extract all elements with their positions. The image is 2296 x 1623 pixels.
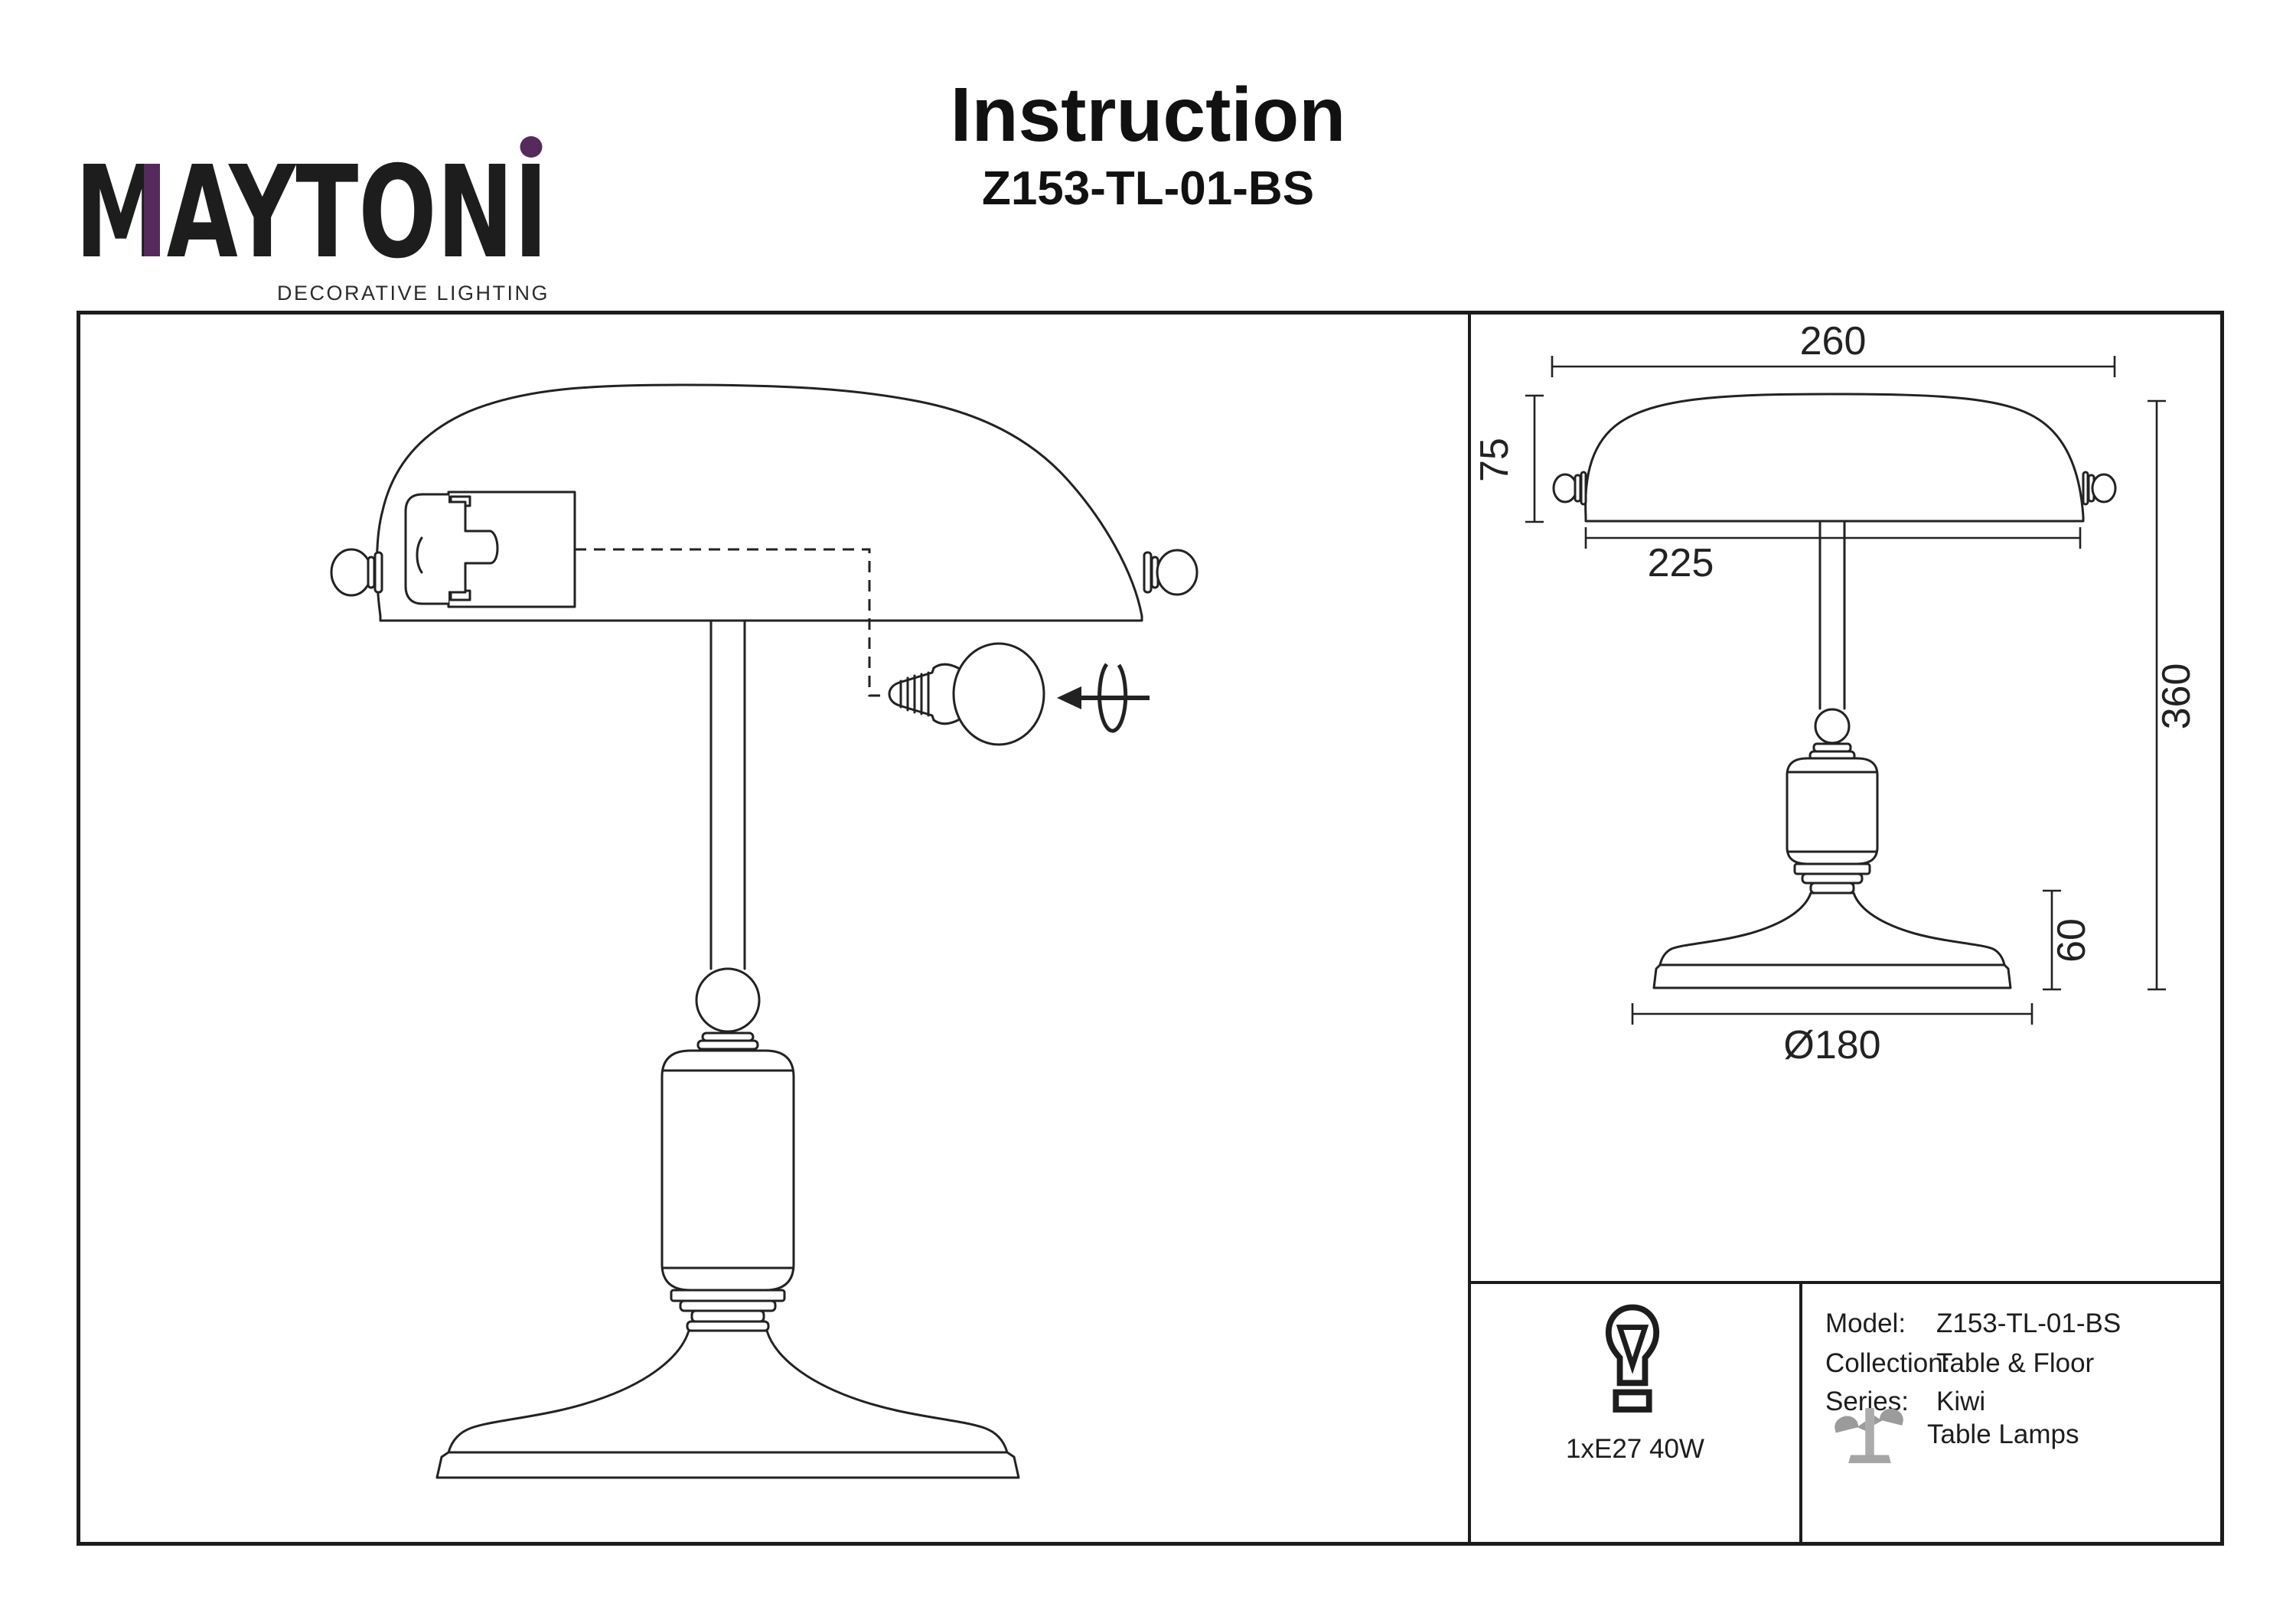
shade-knob-left xyxy=(330,548,383,597)
collection-value: Table & Floor xyxy=(1936,1348,2095,1378)
bulb-insertion-path xyxy=(575,548,888,697)
lamp-base xyxy=(435,1329,1020,1479)
logo-tagline: DECORATIVE LIGHTING xyxy=(276,282,550,305)
dim-stem-column xyxy=(1786,520,1879,895)
lamp-column xyxy=(660,967,795,1332)
dim-label-base-height: 60 xyxy=(2050,918,2094,963)
dim-label-shade-inner-width: 225 xyxy=(1648,541,1714,585)
shade-knob-right xyxy=(1143,549,1199,596)
page-title: Instruction xyxy=(950,72,1346,158)
dim-label-total-height: 360 xyxy=(2154,663,2199,730)
page-model-code: Z153-TL-01-BS xyxy=(981,162,1315,215)
rotate-arrow-icon xyxy=(1057,663,1150,733)
info-panel-top-border xyxy=(1468,1281,2220,1284)
category-value: Table Lamps xyxy=(1927,1419,2079,1449)
maytoni-logo: MAYTONI xyxy=(75,136,548,260)
dim-shade-knob-left xyxy=(1552,471,1587,506)
logo-m-accent xyxy=(144,164,160,256)
lamp-stem xyxy=(709,619,746,970)
dim-shade xyxy=(1584,393,2085,523)
lamp-assembly-drawing xyxy=(330,383,1199,1479)
table-lamp-icon xyxy=(1835,1408,1903,1464)
title-block: Instruction Z153-TL-01-BS xyxy=(0,73,2296,215)
collection-label: Collection: xyxy=(1825,1348,1951,1378)
info-panel-divider xyxy=(1799,1281,1802,1542)
info-row-category: Table Lamps xyxy=(1802,1419,2220,1453)
dimension-lines xyxy=(1525,356,2166,1025)
bulb-spec-label: 1xE27 40W xyxy=(1566,1434,1704,1464)
dim-base xyxy=(1652,891,2012,989)
model-value: Z153-TL-01-BS xyxy=(1936,1309,2122,1338)
dim-label-shade-height: 75 xyxy=(1473,438,1517,482)
info-row-model: Model: Z153-TL-01-BS xyxy=(1802,1309,2220,1342)
light-bulb xyxy=(888,642,1045,746)
model-label: Model: xyxy=(1825,1309,1906,1338)
info-row-collection: Collection: Table & Floor xyxy=(1802,1348,2220,1382)
socket-detail xyxy=(404,490,576,608)
logo-i-dot xyxy=(520,136,543,158)
lamp-dimension-drawing: 260 75 225 360 60 Ø180 xyxy=(1473,319,2199,1067)
bulb-spec-cell: 1xE27 40W xyxy=(1471,1284,1799,1542)
series-value: Kiwi xyxy=(1936,1387,1986,1416)
bulb-icon xyxy=(1605,1304,1660,1413)
drawing-frame: 260 75 225 360 60 Ø180 1xE27 40W Model: … xyxy=(77,311,2224,1546)
dim-label-base-diameter: Ø180 xyxy=(1783,1023,1880,1067)
dim-shade-knob-right xyxy=(2082,471,2117,506)
dim-label-shade-width: 260 xyxy=(1800,319,1867,363)
model-info-cell: Model: Z153-TL-01-BS Collection: Table &… xyxy=(1802,1284,2220,1542)
panel-divider xyxy=(1468,314,1471,1542)
